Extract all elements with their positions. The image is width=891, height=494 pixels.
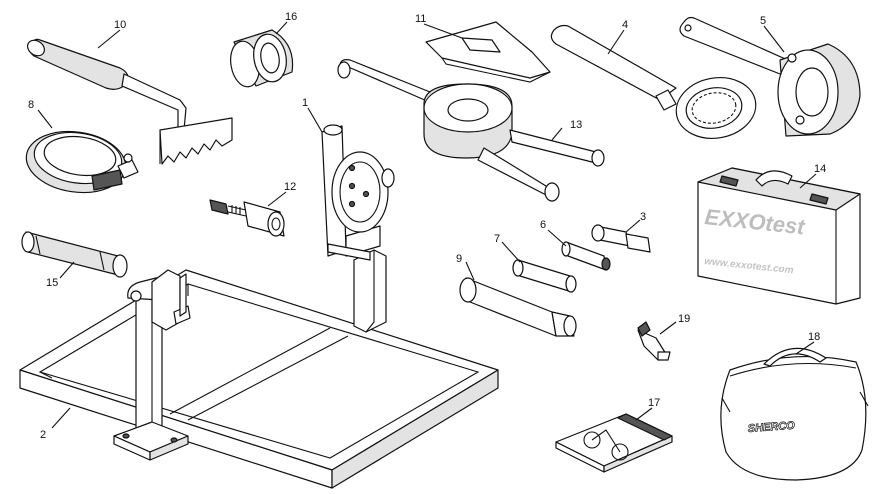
part-3-plug [591, 224, 651, 253]
callout-17: 17 [648, 397, 660, 409]
callout-9: 9 [456, 253, 462, 265]
part-6-pin [561, 241, 611, 271]
callout-2: 2 [40, 429, 46, 441]
callout-11: 11 [415, 13, 426, 25]
callout-12: 12 [284, 181, 296, 193]
callout-19: 19 [678, 313, 690, 325]
part-12-bolt [209, 199, 285, 237]
part-5-pin-spanner [679, 16, 861, 137]
callout-13: 13 [570, 119, 582, 131]
part-7-pin [512, 259, 577, 293]
callout-numbers: 10 16 11 4 5 8 1 13 12 14 3 6 7 9 15 19 … [28, 11, 826, 441]
tray-post [113, 269, 191, 461]
bag-brand-label: SHERCO [747, 420, 795, 435]
part-9-tube [459, 277, 577, 337]
callout-15: 15 [46, 277, 58, 289]
leader-lines [37, 21, 817, 429]
part-16-sleeve [230, 29, 294, 88]
callout-7: 7 [494, 233, 500, 245]
callout-8: 8 [28, 99, 34, 111]
callout-5: 5 [760, 15, 766, 27]
part-17-manual [555, 413, 673, 473]
callout-6: 6 [540, 219, 546, 231]
part-14-case: EXXOtest www.exxotest.com [697, 167, 861, 305]
part-18-bag: SHERCO [720, 347, 869, 481]
callout-4: 4 [622, 19, 628, 31]
part-11-gauge [425, 21, 551, 83]
callout-10: 10 [114, 19, 126, 31]
part-15-socket [21, 231, 128, 278]
part-8-clamp [25, 130, 139, 194]
part-4-spanner [550, 24, 757, 139]
part-1-stand [321, 124, 395, 333]
callout-16: 16 [285, 11, 297, 23]
part-19-valve [637, 321, 671, 361]
callout-3: 3 [640, 211, 646, 223]
part-13-puller [337, 59, 605, 202]
part-2-tray [19, 269, 499, 489]
callout-18: 18 [808, 331, 820, 343]
part-10-tool [27, 38, 233, 165]
callout-14: 14 [814, 163, 826, 175]
callout-1: 1 [302, 97, 308, 109]
